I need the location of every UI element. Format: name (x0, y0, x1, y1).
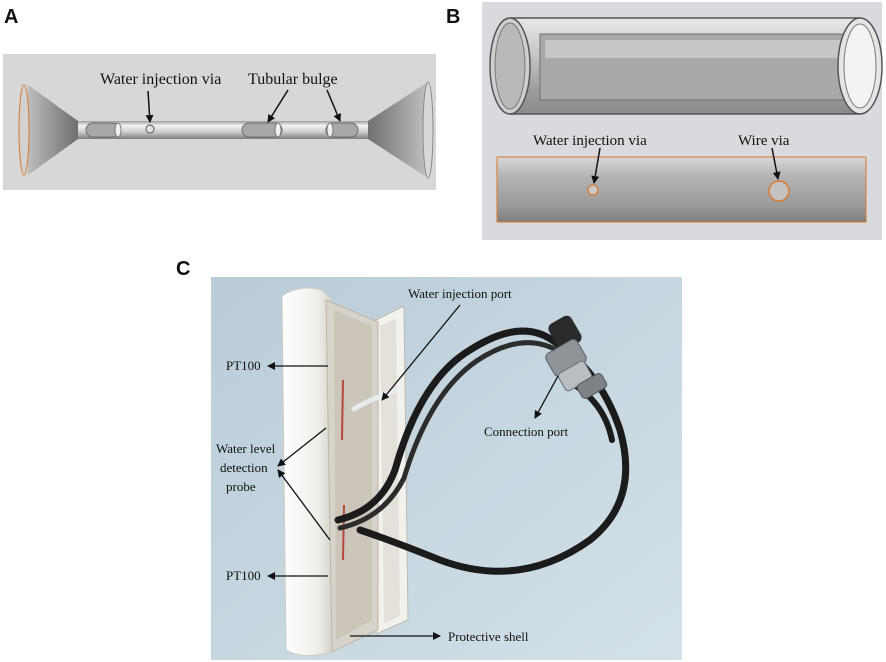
panel-c: Water injection port PT100 Water level d… (211, 277, 682, 660)
panel-a-right-cone-rim (422, 81, 434, 179)
panel-c-label-connection-port: Connection port (484, 424, 569, 439)
panel-a-arrow-bulge-2 (326, 89, 341, 122)
panel-b-cylinder-right-inner (843, 23, 877, 109)
panel-c-arrow-connection-port (534, 375, 559, 419)
panel-c-letter: C (176, 258, 191, 280)
panel-a-arrow-bulge-1 (267, 89, 289, 123)
panel-a: Water injection via Tubular bulge (3, 54, 436, 190)
panel-c-label-water-level-2: detection (220, 460, 268, 475)
panel-c-inner-face-shade (334, 310, 372, 640)
panel-a-tube (68, 121, 376, 139)
panel-c-probe-wire (341, 379, 345, 561)
panel-a-bulge-3 (325, 122, 359, 138)
panel-b-cylinder-left-inner (494, 22, 526, 110)
panel-a-bulge-2 (241, 122, 283, 138)
panel-c-connector (545, 315, 608, 399)
panel-a-bulge-1-end (114, 122, 122, 138)
panel-a-left-cone-rim (18, 84, 30, 176)
panel-b-arrow-wire (771, 147, 781, 180)
panel-c-label-pt100-bottom: PT100 (226, 568, 261, 583)
panel-c-label-water-level-3: probe (226, 479, 256, 494)
panel-a-bulge-2-end (274, 122, 282, 138)
panel-a-left-cone (28, 85, 78, 175)
panel-c-arrow-water-level-1 (277, 427, 327, 467)
panel-c-label-protective-shell: Protective shell (448, 629, 529, 644)
panel-b-cylinder-slot-highlight (545, 40, 845, 58)
panel-c-arrow-injection-port (381, 304, 461, 401)
panel-c-arrow-water-level-2 (277, 469, 331, 541)
panel-b-label-injection-via: Water injection via (533, 133, 647, 149)
panel-b-pipe (496, 156, 867, 223)
panel-a-letter: A (4, 6, 19, 28)
panel-c-label-water-level-1: Water level (216, 441, 276, 456)
panel-c-background (211, 277, 682, 660)
panel-a-label-injection-via: Water injection via (100, 71, 221, 88)
panel-a-injection-via (145, 124, 155, 134)
panel-c-injection-tube (350, 387, 399, 413)
panel-a-bulge-3-end (326, 122, 334, 138)
panel-b-arrow-injection (591, 147, 601, 184)
panel-b-wire-via (768, 180, 790, 202)
panel-b-label-wire-via: Wire via (738, 133, 790, 149)
panel-c-shell (281, 287, 333, 656)
panel-c-label-pt100-top: PT100 (226, 358, 261, 373)
panel-a-label-tubular-bulge: Tubular bulge (248, 71, 338, 88)
panel-a-right-cone (368, 82, 428, 178)
panel-b-letter: B (446, 6, 461, 28)
panel-c-cable-2 (337, 340, 563, 531)
panel-c-label-injection-port: Water injection port (408, 286, 512, 301)
panel-a-arrow-injection (145, 90, 154, 123)
panel-b: Water injection via Wire via (482, 2, 883, 240)
panel-b-injection-via (587, 184, 599, 196)
